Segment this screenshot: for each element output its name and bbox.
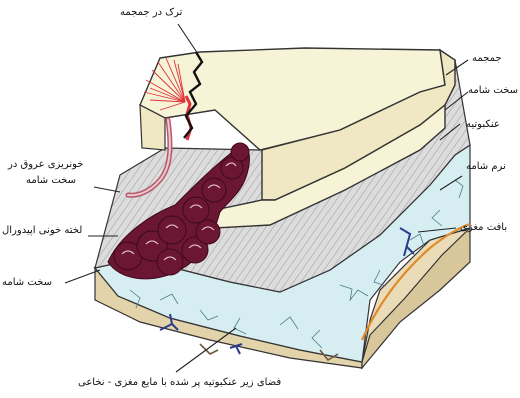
epidural-hematoma-label: لخته خونی اپیدورال (2, 224, 82, 237)
dura-mater-label-left: سخت شامه (2, 276, 52, 289)
torn-vessel-label-line1: خونریزی عروق در (8, 158, 84, 171)
skull-label: جمجمه (472, 52, 502, 65)
skull-fracture-label: ترک در جمجمه (120, 6, 182, 19)
brain-tissue-label: بافت مغزی (460, 221, 507, 234)
torn-vessel-label-line2: سخت شامه (26, 174, 76, 187)
dura-mater-label-right: سخت شامه (468, 84, 518, 97)
arachnoid-label: عنکبوتیه (466, 118, 500, 131)
subarachnoid-space-label: فضای زیر عنکبوتیه پر شده با مایع مغزی - … (78, 376, 281, 389)
pia-mater-label: نرم شامه (466, 160, 506, 173)
